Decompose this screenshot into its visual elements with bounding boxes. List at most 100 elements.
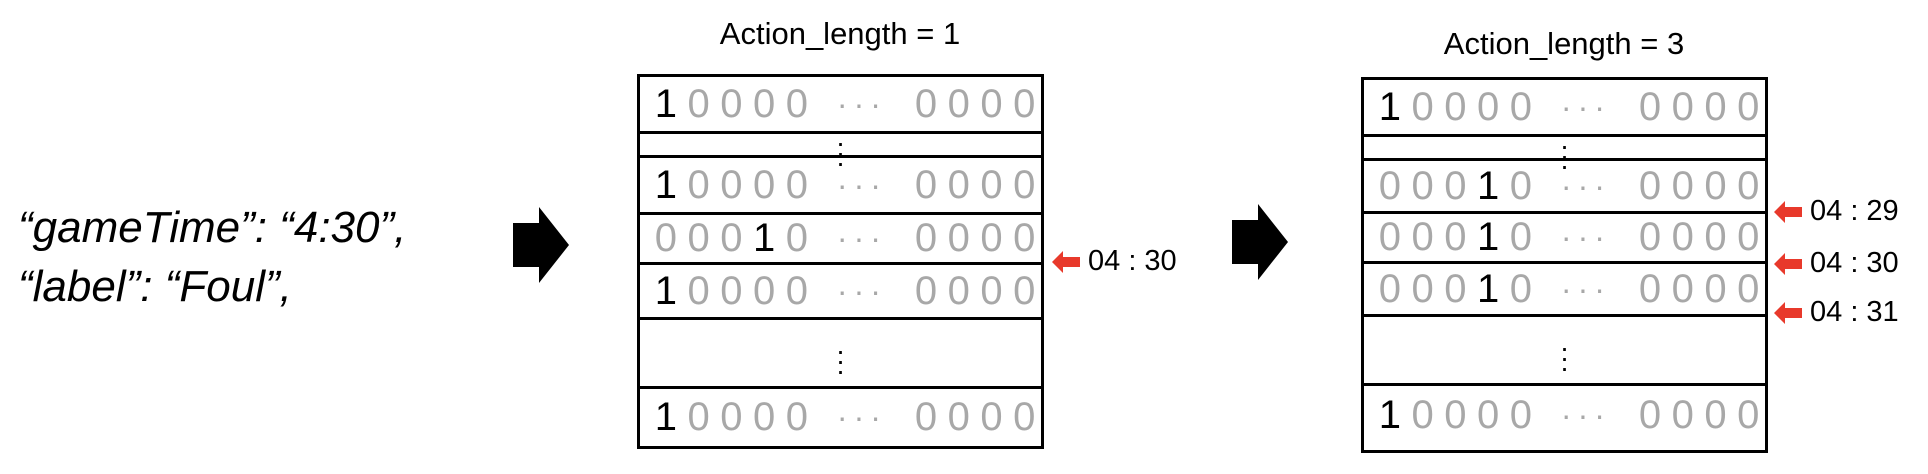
inactive-digit: 0 xyxy=(720,268,744,313)
inactive-digit: 0 xyxy=(1737,215,1761,259)
active-digit: 1 xyxy=(753,216,777,260)
inactive-digit: 0 xyxy=(1444,392,1468,437)
inactive-digit: 0 xyxy=(785,216,809,260)
inactive-digit: 0 xyxy=(1638,163,1663,208)
inactive-digit: 0 xyxy=(947,395,971,439)
inactive-digit: 0 xyxy=(1704,266,1728,311)
inactive-digit: 0 xyxy=(1638,215,1663,259)
left-arrow-icon xyxy=(1774,200,1802,223)
vertical-ellipsis: ... xyxy=(1364,125,1765,173)
inactive-digit: 0 xyxy=(947,162,971,207)
active-digit: 1 xyxy=(1477,215,1501,259)
inactive-digit: 0 xyxy=(1704,215,1728,259)
inactive-digit: 0 xyxy=(1013,162,1037,207)
inactive-digit: 0 xyxy=(654,216,678,260)
inactive-digit: 0 xyxy=(687,81,711,126)
middle-ellipsis: ··· xyxy=(836,166,887,203)
inactive-digit: 0 xyxy=(1509,392,1533,437)
inactive-digit: 0 xyxy=(1509,84,1533,129)
active-digit: 1 xyxy=(1477,163,1501,208)
middle-ellipsis: ··· xyxy=(1560,88,1611,125)
inactive-digit: 0 xyxy=(947,268,971,313)
ellipsis-dot: . xyxy=(1560,326,1569,357)
ellipsis-row: ... xyxy=(640,320,1041,389)
timestamp-label: 04 : 30 xyxy=(1810,247,1899,279)
inactive-digit: 0 xyxy=(1509,266,1533,311)
middle-ellipsis: ··· xyxy=(836,272,887,309)
inactive-digit: 0 xyxy=(687,216,711,260)
ellipsis-dot: . xyxy=(1560,133,1569,165)
middle-ellipsis: ··· xyxy=(1560,396,1611,433)
active-digit: 1 xyxy=(654,268,678,313)
ellipsis-dot: . xyxy=(836,349,845,380)
inactive-digit: 0 xyxy=(1444,266,1468,311)
inactive-digit: 0 xyxy=(687,162,711,207)
timestamp-marker: 04 : 30 xyxy=(1774,247,1899,280)
inactive-digit: 0 xyxy=(947,81,971,126)
inactive-digit: 0 xyxy=(1378,163,1402,208)
inactive-digit: 0 xyxy=(1411,392,1435,437)
inactive-digit: 0 xyxy=(753,268,777,313)
inactive-digit: 0 xyxy=(1737,392,1761,437)
left-arrow-icon xyxy=(1774,301,1802,324)
vertical-ellipsis: ... xyxy=(640,122,1041,170)
inactive-digit: 0 xyxy=(914,162,939,207)
inactive-digit: 0 xyxy=(1411,266,1435,311)
inactive-digit: 0 xyxy=(1638,392,1663,437)
inactive-digit: 0 xyxy=(720,395,744,439)
inactive-digit: 0 xyxy=(753,81,777,126)
middle-ellipsis: ··· xyxy=(836,399,887,435)
inactive-digit: 0 xyxy=(785,268,809,313)
inactive-digit: 0 xyxy=(1671,215,1695,259)
middle-ellipsis: ··· xyxy=(1560,219,1611,255)
inactive-digit: 0 xyxy=(980,216,1004,260)
json-label-line: “label”: “Foul”, xyxy=(18,262,292,311)
left-arrow-icon xyxy=(1774,252,1802,275)
inactive-digit: 0 xyxy=(914,395,939,439)
vertical-ellipsis: ... xyxy=(1364,317,1765,383)
timestamp-marker: 04 : 31 xyxy=(1774,296,1899,329)
inactive-digit: 0 xyxy=(687,395,711,439)
ellipsis-dot: . xyxy=(836,339,845,370)
inactive-digit: 0 xyxy=(720,162,744,207)
inactive-digit: 0 xyxy=(1704,163,1728,208)
inactive-digit: 0 xyxy=(1411,84,1435,129)
inactive-digit: 0 xyxy=(914,81,939,126)
inactive-digit: 0 xyxy=(1671,163,1695,208)
timestamp-marker: 04 : 30 xyxy=(1052,245,1177,278)
ellipsis-dot: . xyxy=(836,130,845,162)
ellipsis-dot: . xyxy=(1560,123,1569,155)
ellipsis-dot: . xyxy=(836,120,845,152)
inactive-digit: 0 xyxy=(1638,266,1663,311)
inactive-digit: 0 xyxy=(1013,268,1037,313)
ellipsis-dot: . xyxy=(1560,346,1569,377)
inactive-digit: 0 xyxy=(980,162,1004,207)
inactive-digit: 0 xyxy=(914,268,939,313)
inactive-digit: 0 xyxy=(753,395,777,439)
inactive-digit: 0 xyxy=(914,216,939,260)
inactive-digit: 0 xyxy=(753,162,777,207)
inactive-digit: 0 xyxy=(1704,84,1728,129)
active-digit: 1 xyxy=(654,81,678,126)
middle-ellipsis: ··· xyxy=(836,220,887,256)
ellipsis-dot: . xyxy=(1560,336,1569,367)
inactive-digit: 0 xyxy=(1013,81,1037,126)
inactive-digit: 0 xyxy=(1013,216,1037,260)
timestamp-label: 04 : 29 xyxy=(1810,195,1899,227)
inactive-digit: 0 xyxy=(1638,84,1663,129)
inactive-digit: 0 xyxy=(1704,392,1728,437)
active-digit: 1 xyxy=(1378,84,1402,129)
inactive-digit: 0 xyxy=(1378,215,1402,259)
